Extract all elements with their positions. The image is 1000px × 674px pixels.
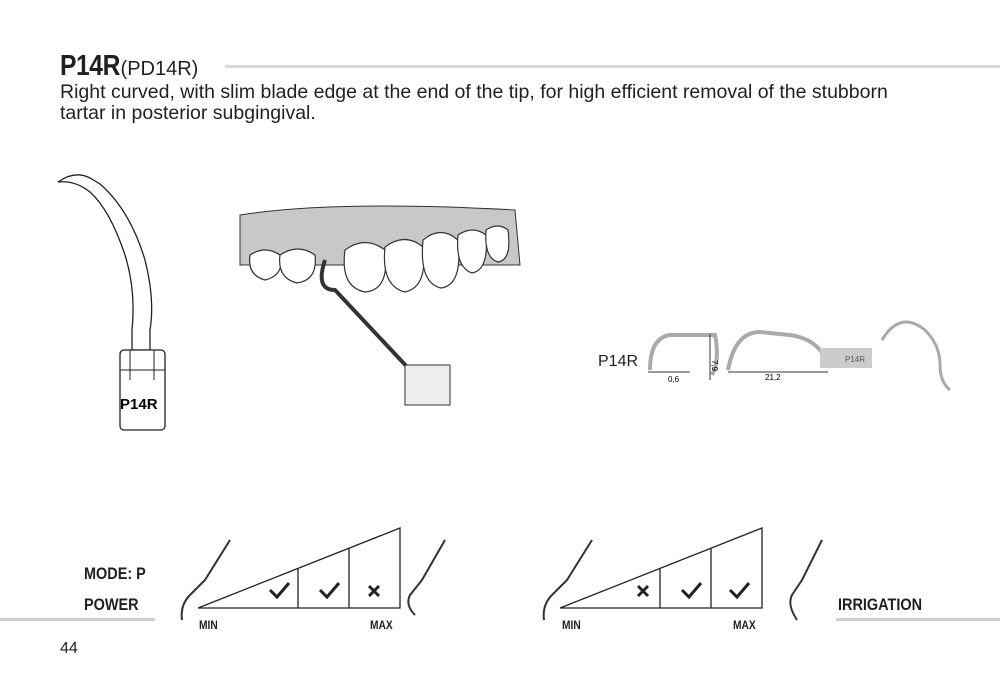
power-min: MIN	[199, 618, 218, 632]
dimension-label: P14R	[598, 353, 639, 370]
handpiece-icon	[180, 539, 231, 621]
check-icon	[680, 582, 703, 600]
handpiece-drops-icon	[789, 539, 823, 621]
power-scale	[180, 527, 446, 621]
diagram-engraving: P14R	[845, 355, 865, 364]
power-label: POWER	[84, 595, 139, 614]
header-rule	[225, 65, 1000, 68]
check-icon	[318, 582, 341, 600]
product-code: P14R	[60, 50, 120, 82]
product-alt-code: (PD14R)	[120, 58, 199, 80]
handpiece-vibrating-icon	[407, 539, 446, 616]
power-max: MAX	[370, 618, 393, 632]
cross-icon	[367, 584, 381, 598]
check-icon	[268, 582, 291, 600]
irrigation-max: MAX	[733, 618, 756, 632]
mode-label: MODE: P	[84, 564, 146, 583]
product-title: P14R(PD14R)	[60, 50, 198, 83]
dimension-diagram: 0,6 7,9 P14R 21,2	[648, 320, 951, 392]
check-icon	[728, 582, 751, 600]
irrigation-min: MIN	[562, 618, 581, 632]
tip-illustration: P14R	[57, 174, 166, 431]
width-dimension: 0,6	[668, 375, 680, 384]
handpiece-drop-icon	[542, 539, 593, 621]
teeth-illustration	[239, 205, 521, 406]
irrigation-scale	[542, 527, 823, 621]
bottom-rule-right	[836, 618, 1000, 621]
bottom-rule-left	[0, 618, 155, 621]
length-dimension: 21,2	[765, 373, 781, 382]
irrigation-label: IRRIGATION	[838, 595, 923, 614]
product-description: Right curved, with slim blade edge at th…	[60, 81, 888, 124]
cross-icon	[636, 584, 650, 598]
page-number: 44	[60, 640, 78, 657]
height-dimension: 7,9	[710, 360, 719, 372]
tip-engraving: P14R	[120, 396, 158, 413]
